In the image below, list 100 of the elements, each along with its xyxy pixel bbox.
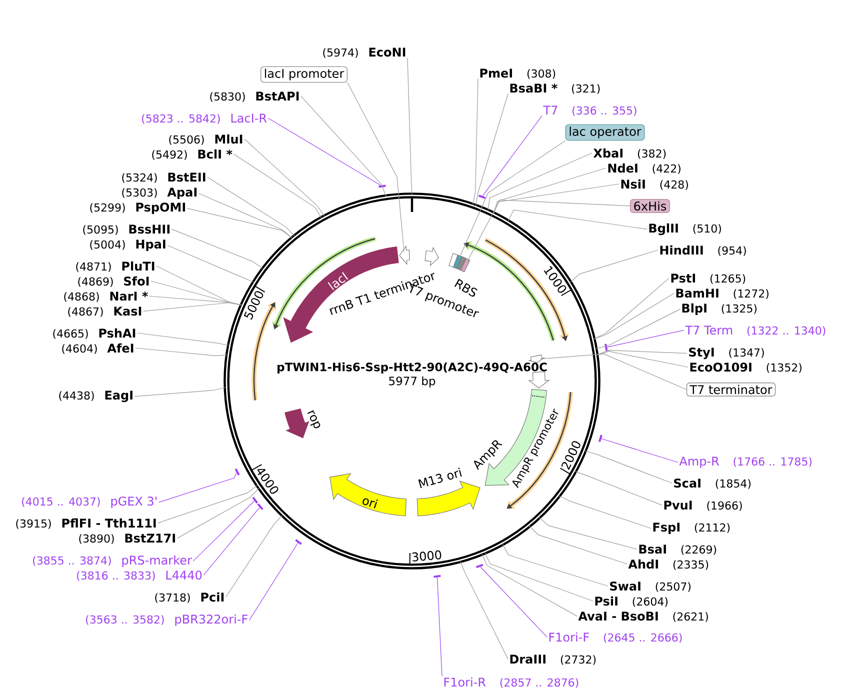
- leader-line: [494, 184, 620, 214]
- leader-line: [158, 485, 258, 524]
- position-label: (4867): [68, 307, 103, 317]
- leader-line: [482, 115, 542, 196]
- site-label: ScaI: [674, 478, 700, 488]
- primer-mark: [234, 468, 240, 476]
- position-label: (5830): [210, 92, 245, 102]
- site-label: PspOMI: [136, 202, 186, 214]
- position-label: (5506): [169, 135, 204, 145]
- primer-mark: [604, 344, 608, 351]
- site-label: StyI: [689, 348, 714, 360]
- position-label: (3915): [16, 519, 51, 529]
- leader-line: [300, 96, 386, 196]
- site-label: BglII: [649, 223, 678, 236]
- position-label: (428): [660, 180, 688, 190]
- leader-line: [203, 507, 260, 576]
- site-label: EcoNI: [369, 48, 406, 57]
- site-label: AvaI - BsoBI: [578, 612, 658, 621]
- site-label: BlpI: [682, 303, 706, 315]
- primer-label: LacI-R: [231, 114, 267, 123]
- position-label: (4015 .. 4037): [22, 497, 100, 507]
- leader-line: [574, 471, 662, 506]
- position-label: (5823 .. 5842): [142, 114, 220, 124]
- position-label: (5303): [122, 188, 157, 198]
- leader-line: [606, 330, 684, 348]
- site-label: PflFI - Tth111I: [62, 518, 156, 528]
- leader-line: [584, 450, 672, 484]
- position-label: (5095): [83, 225, 118, 235]
- position-label: (2507): [656, 582, 690, 592]
- leader-line: [172, 228, 264, 269]
- leader-line: [596, 351, 688, 368]
- leader-line: [177, 488, 260, 538]
- plasmid-name: pTWIN1-His6-Ssp-Htt2-90(A2C)-49Q-A60C: [278, 362, 547, 374]
- site-label: PshAI: [99, 328, 136, 338]
- primer-label: pRS-marker: [122, 555, 192, 567]
- position-label: (3816 .. 3833): [77, 571, 155, 581]
- site-label: BsaBI *: [510, 84, 558, 93]
- primer-mark: [434, 574, 441, 578]
- site-label: BamHI: [676, 288, 718, 298]
- leader-line: [198, 193, 292, 238]
- feature-symbol: [528, 354, 546, 363]
- position-label: (1347): [729, 348, 764, 358]
- site-label: ApaI: [167, 188, 197, 199]
- site-label: HindIII: [660, 245, 703, 255]
- leader-line: [484, 552, 594, 602]
- feature-symbol: [399, 245, 410, 265]
- position-label: (2645 .. 2666): [604, 633, 682, 643]
- tick-label: 5000: [244, 291, 264, 320]
- leader-line: [529, 526, 628, 564]
- position-label: (2112): [694, 523, 730, 533]
- leader-line: [134, 387, 226, 397]
- primer-label: T7 Term: [685, 326, 732, 335]
- primer-label: L4440: [166, 570, 202, 580]
- leader-line: [460, 560, 508, 660]
- position-label: (336 .. 355): [572, 106, 636, 116]
- position-label: (1854): [716, 479, 751, 489]
- site-label: BssHII: [129, 224, 170, 234]
- leader-line: [137, 332, 230, 346]
- leader-line: [472, 78, 478, 205]
- site-label: EagI: [105, 390, 132, 402]
- position-label: (510): [693, 224, 721, 234]
- position-label: (4868): [64, 292, 99, 302]
- primer-mark: [257, 503, 264, 510]
- primer-label: F1ori-F: [549, 632, 589, 642]
- leader-line: [233, 154, 322, 218]
- position-label: (5004): [90, 240, 125, 250]
- site-label: MluI: [215, 134, 242, 144]
- position-label: (2732): [560, 655, 596, 665]
- leader-line: [482, 554, 578, 616]
- position-label: (5492): [152, 150, 187, 160]
- position-label: (4665): [53, 329, 88, 339]
- position-label: (321): [572, 84, 600, 94]
- primer-mark: [378, 184, 386, 188]
- feature-tag: lacI promoter: [260, 66, 348, 83]
- primer-mark: [476, 564, 484, 568]
- position-label: (4869): [78, 277, 113, 287]
- position-label: (5324): [122, 173, 157, 183]
- feature-tag: 6xHis: [630, 199, 670, 213]
- site-label: BclI *: [198, 149, 232, 159]
- site-label: AfeI: [107, 343, 134, 353]
- site-label: FspI: [653, 522, 680, 534]
- position-label: (1966): [707, 501, 742, 511]
- site-label: PstI: [671, 274, 696, 283]
- leader-line: [156, 266, 242, 306]
- position-label: (4438): [59, 391, 94, 401]
- site-label: PsiI: [595, 596, 618, 606]
- primer-label: pBR322ori-F: [175, 614, 248, 626]
- primer-mark: [252, 496, 258, 504]
- position-label: (1766 .. 1785): [734, 457, 812, 467]
- position-label: (5299): [90, 203, 125, 213]
- site-label: NdeI: [608, 163, 638, 173]
- feature-block: ori: [330, 473, 407, 516]
- site-label: AhdI: [628, 559, 658, 569]
- site-label: PluTI: [122, 261, 154, 271]
- position-label: (422): [652, 164, 680, 174]
- leader-line: [488, 152, 592, 211]
- site-label: SwaI: [610, 582, 640, 591]
- position-label: (1272): [734, 289, 768, 299]
- site-label: PmeI: [480, 68, 512, 78]
- feature-tag: T7 terminator: [686, 382, 776, 396]
